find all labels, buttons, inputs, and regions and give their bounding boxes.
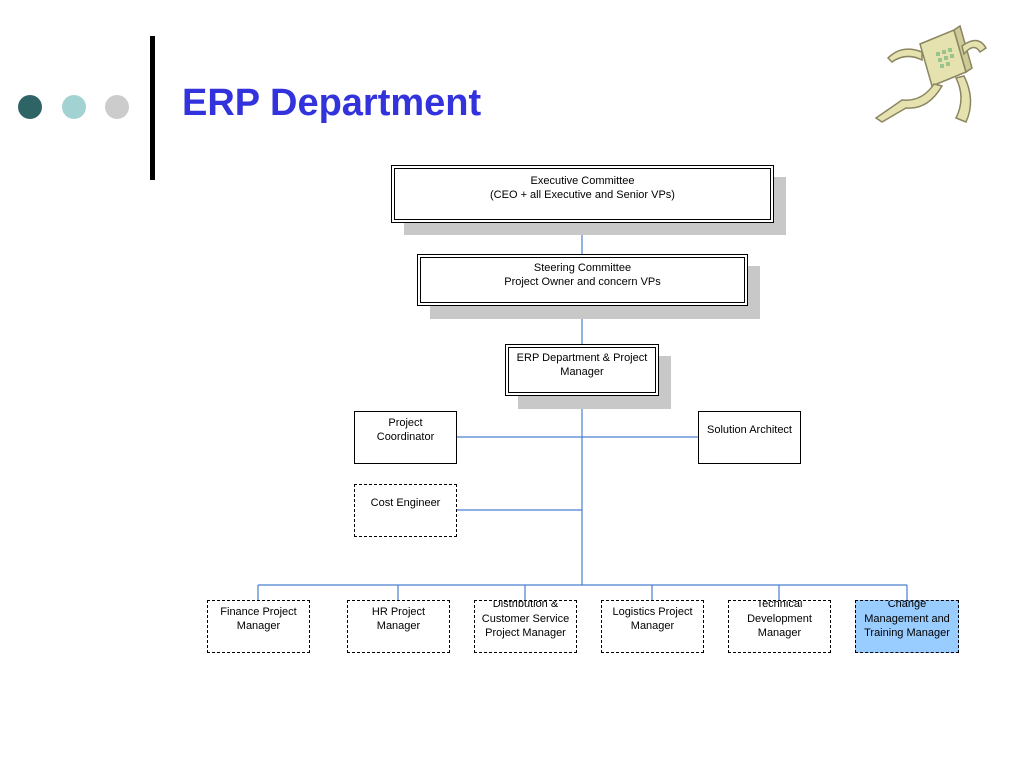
project-coordinator-box: Project Coordinator [354, 411, 457, 464]
solution-architect-box: Solution Architect [698, 411, 801, 464]
executive-line2: (CEO + all Executive and Senior VPs) [490, 189, 675, 201]
manager-line: Management and [864, 612, 950, 625]
executive-committee-box: Executive Committee (CEO + all Executive… [391, 165, 774, 223]
steering-line2: Project Owner and concern VPs [504, 276, 661, 288]
coordinator-line1: Project [388, 417, 423, 429]
decor-dot-light [62, 95, 86, 119]
manager-line: Change [887, 600, 927, 610]
hr-manager-box: HR Project Manager [347, 600, 450, 653]
manager-line: Manager [630, 620, 675, 632]
manager-line: Customer Service [481, 612, 570, 625]
steering-line1: Steering Committee [533, 262, 632, 274]
manager-line: Manager [757, 627, 802, 639]
manager-line: Development [747, 612, 812, 625]
change-management-manager-box: Change Management and Training Manager [855, 600, 959, 653]
manager-line: Finance Project [220, 606, 297, 618]
title-divider [150, 36, 155, 180]
executive-line1: Executive Committee [530, 175, 635, 187]
manager-line: Logistics Project [612, 606, 693, 618]
architect-line1: Solution Architect [707, 424, 792, 436]
cost-engineer-line1: Cost Engineer [370, 497, 441, 509]
manager-line: Project Manager [485, 627, 566, 639]
coordinator-line2: Coordinator [376, 431, 435, 443]
finance-manager-box: Finance Project Manager [207, 600, 310, 653]
erp-line1: ERP Department & Project [516, 352, 648, 364]
manager-line: Manager [376, 620, 421, 632]
manager-line: Technical [756, 600, 803, 610]
steering-committee-box: Steering Committee Project Owner and con… [417, 254, 748, 306]
technical-manager-box: Technical Development Manager [728, 600, 831, 653]
erp-line2: Manager [560, 366, 604, 378]
decor-dot-dark [18, 95, 42, 119]
running-document-mascot-icon [874, 24, 987, 123]
manager-line: HR Project [371, 606, 426, 618]
manager-line: Manager [236, 620, 281, 632]
decor-dot-gray [105, 95, 129, 119]
distribution-manager-box: Distribution & Customer Service Project … [474, 600, 577, 653]
manager-line: Distribution & [492, 600, 559, 610]
cost-engineer-box: Cost Engineer [354, 484, 457, 537]
manager-line: Training Manager [864, 627, 950, 639]
page-title: ERP Department [182, 82, 482, 124]
erp-department-box: ERP Department & Project Manager [505, 344, 659, 396]
logistics-manager-box: Logistics Project Manager [601, 600, 704, 653]
